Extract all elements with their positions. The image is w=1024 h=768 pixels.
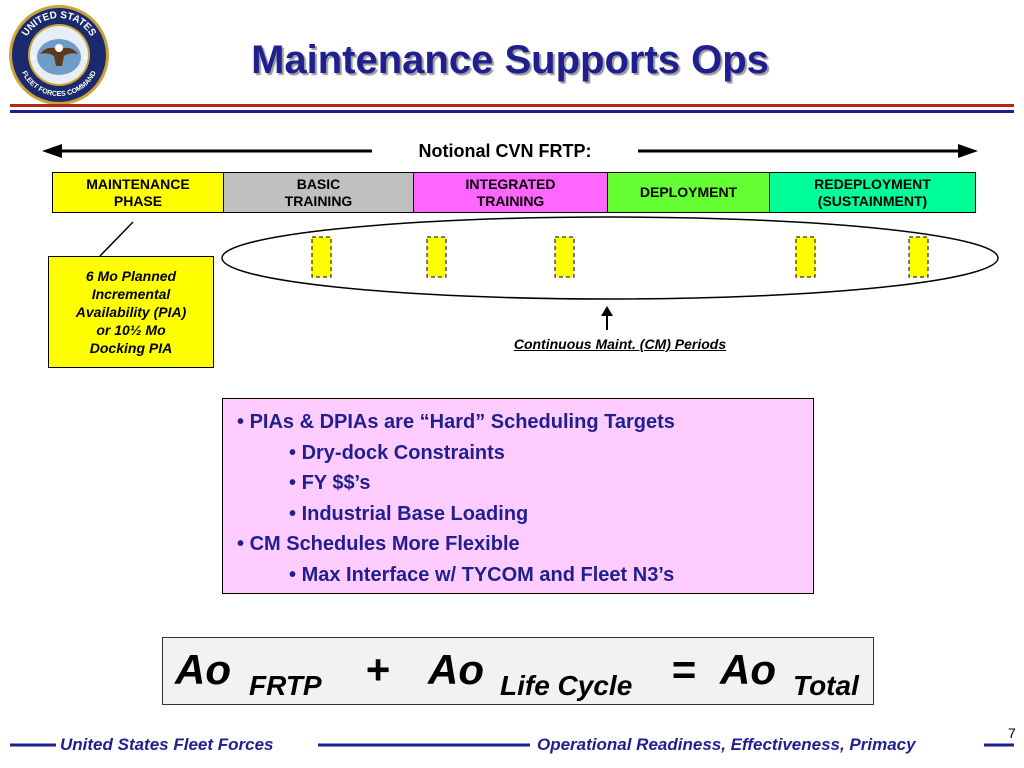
phase-label: DEPLOYMENT <box>639 184 738 201</box>
scheduling-bullets-box: • PIAs & DPIAs are “Hard” Scheduling Tar… <box>222 398 814 594</box>
cm-period-marker <box>311 236 332 278</box>
phase-label: MAINTENANCE PHASE <box>86 175 190 209</box>
bullet-item: • PIAs & DPIAs are “Hard” Scheduling Tar… <box>237 407 803 438</box>
cm-ellipse <box>221 216 999 300</box>
footer-left-text: United States Fleet Forces <box>60 735 274 754</box>
equals-sign: = <box>671 646 696 693</box>
slide-title: Maintenance Supports Ops <box>251 38 769 82</box>
ao-life-cycle-subscript: Life Cycle <box>500 670 633 701</box>
footer-rules <box>10 743 1014 747</box>
title-rule-navy <box>10 110 1014 113</box>
fleet-forces-seal-icon: UNITED STATES FLEET FORCES COMMAND ★ ★ <box>8 4 110 106</box>
bullet-item: • FY $$’s <box>237 468 803 499</box>
cm-period-marker <box>795 236 816 278</box>
phase-label: INTEGRATED TRAINING <box>465 175 556 209</box>
bullet-text: Dry-dock Constraints <box>301 441 505 464</box>
plus-sign: + <box>365 646 390 693</box>
bullet-text: PIAs & DPIAs are “Hard” Scheduling Targe… <box>249 411 675 433</box>
bullet-item: • Max Interface w/ TYCOM and Fleet N3’s <box>237 560 803 591</box>
phase-label: REDEPLOYMENT (SUSTAINMENT) <box>814 175 931 209</box>
phase-block: INTEGRATED TRAINING <box>413 172 608 213</box>
title-rule-red <box>10 104 1014 107</box>
ao-total-term: Ao <box>720 646 776 693</box>
svg-text:★: ★ <box>30 54 36 62</box>
ao-frtp-subscript: FRTP <box>249 670 322 701</box>
bullet-item: • CM Schedules More Flexible <box>237 529 803 560</box>
pia-pointer-line <box>99 221 134 257</box>
svg-text:★: ★ <box>82 54 88 62</box>
bullet-dot-icon: • <box>289 472 302 494</box>
footer-right-text: Operational Readiness, Effectiveness, Pr… <box>537 735 916 754</box>
ao-life-cycle-term: Ao <box>428 646 484 693</box>
bullet-text: CM Schedules More Flexible <box>249 533 520 555</box>
bullet-dot-icon: • <box>289 502 302 525</box>
ao-total-subscript: Total <box>793 670 859 701</box>
bullet-text: Max Interface w/ TYCOM and Fleet N3’s <box>301 563 675 586</box>
ao-equation-box: Ao FRTP + Ao Life Cycle = Ao Total <box>162 637 874 705</box>
phase-block: BASIC TRAINING <box>223 172 414 213</box>
bullet-dot-icon: • <box>237 411 250 433</box>
bullet-item: • Dry-dock Constraints <box>237 438 803 469</box>
cm-period-marker <box>908 236 929 278</box>
page-number: 7 <box>1008 725 1016 741</box>
pia-note-box: 6 Mo Planned Incremental Availability (P… <box>48 256 214 368</box>
bullet-text: FY $$’s <box>301 472 371 494</box>
phase-label: BASIC TRAINING <box>284 175 353 209</box>
bullet-item: • Industrial Base Loading <box>237 499 803 530</box>
frtp-label: Notional CVN FRTP: <box>418 141 592 161</box>
cm-period-diagram <box>99 216 999 330</box>
cm-period-marker <box>554 236 575 278</box>
bullet-dot-icon: • <box>237 533 250 555</box>
pia-note-text: 6 Mo Planned Incremental Availability (P… <box>75 267 187 357</box>
ao-frtp-term: Ao <box>175 646 231 693</box>
cm-period-marker <box>426 236 447 278</box>
phase-block: DEPLOYMENT <box>607 172 770 213</box>
phase-block: MAINTENANCE PHASE <box>52 172 224 213</box>
frtp-double-arrow <box>42 144 978 158</box>
cm-periods-label: Continuous Maint. (CM) Periods <box>513 336 727 352</box>
bullet-dot-icon: • <box>289 563 302 586</box>
phase-block: REDEPLOYMENT (SUSTAINMENT) <box>769 172 976 213</box>
bullet-dot-icon: • <box>289 441 302 464</box>
bullet-text: Industrial Base Loading <box>301 502 529 525</box>
